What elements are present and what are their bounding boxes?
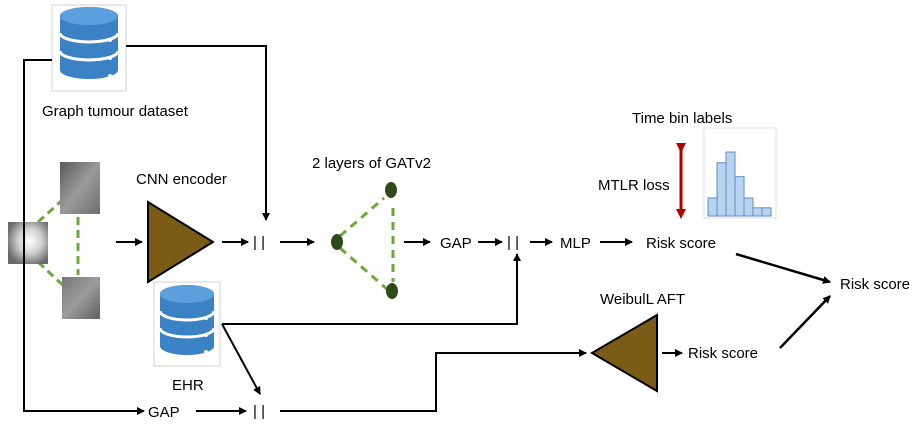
histogram-bar [725,151,736,217]
gap-bottom-label: GAP [148,404,180,421]
risk-score-mtlr-label: Risk score [646,235,716,252]
mlp-label: MLP [560,235,591,252]
histogram-bar [716,162,727,217]
cnn-encoder-triangle [147,200,215,284]
ehr-label: EHR [172,377,204,394]
graph-dataset-label: Graph tumour dataset [42,103,189,120]
connector-ehr-to-concat-3 [221,323,261,395]
concat-3: | | [253,403,265,420]
time-bin-labels-label: Time bin labels [632,110,732,127]
histogram-bar [752,207,763,217]
cnn-encoder-label: CNN encoder [136,171,227,188]
histogram-bar [707,197,718,217]
weibull-aft-label: WeibulL AFT [600,291,685,308]
gatv2-label: 2 layers of GATv2 [312,155,431,172]
histogram-bar [734,176,745,217]
connector-dataset-to-concat-1 [126,45,270,221]
gat-node-top [385,182,397,198]
image-patch-graph [8,162,100,319]
risk-score-aft-label: Risk score [688,345,758,362]
mtlr-loss-label: MTLR loss [598,177,670,194]
tile-image-top [60,162,100,214]
concat-2: | | [507,234,519,251]
gat-node-bottom [386,283,398,299]
database-icon-graph-dataset [51,4,127,92]
connector-concat-3-to-aft [280,349,587,412]
connector-dataset-to-bottom-gap [23,59,145,415]
weibull-aft-triangle [590,313,658,393]
tile-image-bottom [62,277,100,319]
arrow-aft-risk-to-final [779,295,831,349]
database-icon-ehr [153,281,221,367]
time-bin-histogram [703,127,777,219]
risk-score-final-label: Risk score [840,276,910,293]
gatv2-graph [331,182,398,299]
histogram-bar [761,207,772,217]
arrow-mtlr-risk-to-final [735,252,831,284]
concat-1: | | [253,234,265,251]
gap-top-label: GAP [440,235,472,252]
histogram-bar [743,197,754,217]
gat-node-left [331,234,343,250]
connector-ehr-to-concat-2 [222,253,521,325]
tile-image-left [8,222,48,264]
